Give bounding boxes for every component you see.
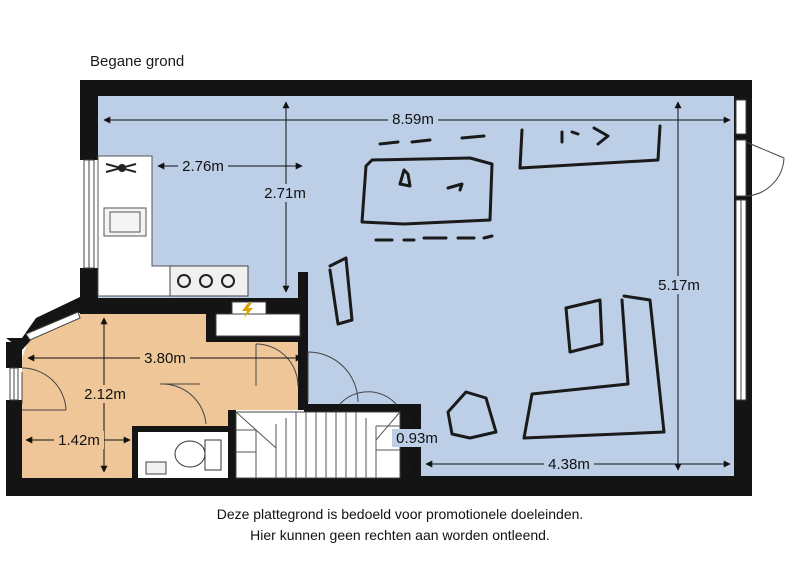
doors (21, 139, 785, 425)
stove-icon (169, 265, 249, 297)
kitchen (97, 155, 249, 297)
label-living-depth: 5.17m (658, 277, 700, 294)
label-living-width: 8.59m (392, 111, 434, 128)
lightning-icon (242, 303, 253, 318)
living-room-area (98, 96, 734, 476)
disclaimer-line-2: Hier kunnen geen rechten aan worden ontl… (250, 527, 550, 543)
meter-cabinet (215, 301, 301, 337)
label-hall-width: 3.80m (144, 350, 186, 367)
disclaimer-line-1: Deze plattegrond is bedoeld voor promoti… (216, 506, 584, 522)
windows (9, 99, 747, 401)
fan-icon (105, 163, 137, 173)
walls (6, 80, 752, 496)
label-kitchen-width: 2.76m (182, 158, 224, 175)
label-entry-width: 1.42m (58, 432, 100, 449)
label-front-width: 4.38m (548, 456, 590, 473)
stairs-icon (235, 411, 401, 479)
label-hall-depth: 2.12m (84, 386, 126, 403)
furniture-sketches (328, 124, 666, 440)
label-stair-depth: 0.93m (396, 430, 438, 447)
label-kitchen-depth: 2.71m (264, 185, 306, 202)
floor-title: Begane grond (90, 53, 184, 70)
sink-icon (103, 207, 147, 237)
toilet-icon (145, 439, 222, 475)
